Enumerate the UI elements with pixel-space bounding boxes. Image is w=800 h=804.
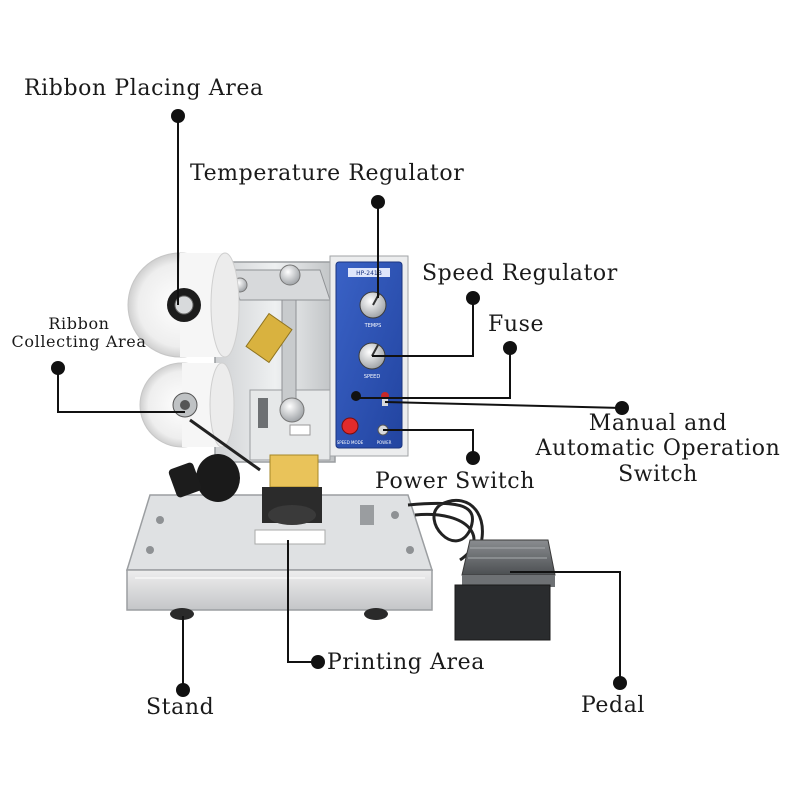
leader-lines [57,116,623,690]
stand-feet [170,608,388,620]
dot-manual-auto [615,401,629,415]
label-speed-regulator: Speed Regulator [422,261,618,286]
dot-ribbon-placing [171,109,185,123]
foot-pedal [454,539,556,641]
leader-manual-auto [384,401,623,409]
dot-printing [311,655,325,669]
label-stand: Stand [146,695,215,720]
leader-ribbon-collecting [57,368,185,413]
panel-right-caption: POWER [377,440,392,445]
temp-scale-label: TEMPS [364,323,382,329]
dot-speed [466,291,480,305]
label-power-switch: Power Switch [375,469,535,494]
ribbon-collecting-roll [139,362,235,448]
label-manual-auto-line3: Switch [618,461,698,487]
dot-pedal [613,676,627,690]
leader-speed [372,298,474,357]
label-ribbon-collecting-area: Ribbon Collecting Area [6,314,152,352]
ribbon-tensioner [168,418,261,502]
label-ribbon-placing-area: Ribbon Placing Area [24,76,264,101]
linkage-arm [229,264,331,423]
leader-power [383,429,474,458]
panel-left-caption: SPEED MODE [337,440,364,445]
dot-ribbon-collecting [51,361,65,375]
label-manual-auto-line2: Automatic Operation [535,436,781,462]
label-temperature-regulator: Temperature Regulator [190,161,465,186]
leader-dots [51,109,629,697]
ribbon-placing-roll [127,252,240,358]
dot-fuse [503,341,517,355]
leader-pedal [510,571,621,683]
label-ribbon-collecting-line1: Ribbon [48,314,110,333]
leader-fuse [356,348,511,399]
label-fuse: Fuse [488,312,545,337]
panel-tag: HP-241B [356,270,382,277]
dot-power [466,451,480,465]
printing-head [254,454,326,545]
label-manual-auto-line1: Manual and [588,411,728,436]
dot-temperature [371,195,385,209]
label-manual-auto-switch: Manual and Automatic Operation Switch [520,411,796,487]
label-ribbon-collecting-line2: Collecting Area [11,332,147,352]
label-printing-area: Printing Area [327,650,485,675]
speed-scale-label: SPEED [364,374,381,380]
dot-stand [176,683,190,697]
label-pedal: Pedal [581,693,646,718]
leader-printing [287,540,318,663]
